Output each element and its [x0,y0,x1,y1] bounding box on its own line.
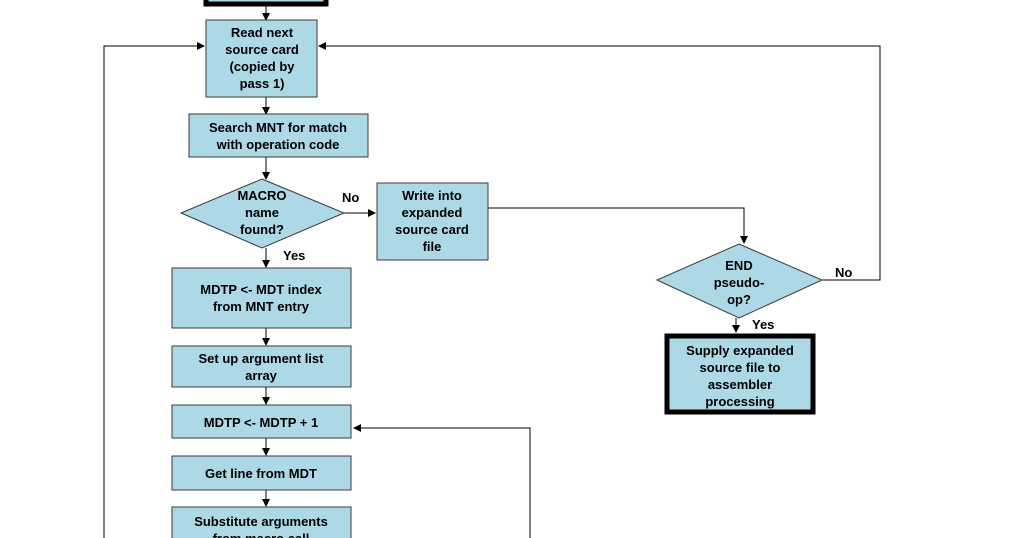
text-line: expanded [402,205,463,220]
text-line: from macro call [213,531,310,538]
text-line: MDTP <- MDT index [200,282,322,297]
previous-step-box [203,0,329,7]
read-next-card-text: Read next source card (copied by pass 1) [225,25,299,91]
text-line: MACRO [237,188,286,203]
text-line: with operation code [216,137,340,152]
text-line: Search MNT for match [209,120,347,135]
text-line: source card [225,42,299,57]
read-next-card-box [205,19,318,98]
connectors [103,4,881,538]
get-line-box [171,455,352,491]
substitute-box [171,506,352,538]
text-line: Get line from MDT [205,466,317,481]
end-no-label: No [835,265,852,280]
text-line: found? [240,222,284,237]
text-line: processing [705,394,774,409]
write-expanded-box [376,182,489,261]
get-line-text: Get line from MDT [205,466,317,481]
text-line: Read next [231,25,294,40]
text-line: Set up argument list [199,351,325,366]
write-expanded-text: Write into expanded source card file [395,188,469,254]
end-pseudo-op-diamond [655,243,824,319]
text-line: (copied by [229,59,295,74]
text-line: END [725,258,752,273]
setup-args-text: Set up argument list array [199,351,325,383]
text-line: from MNT entry [213,299,310,314]
text-line: Substitute arguments [194,514,328,529]
text-line: Write into [402,188,462,203]
text-line: array [245,368,278,383]
mdtp-from-mnt-text: MDTP <- MDT index from MNT entry [200,282,322,314]
mdtp-from-mnt-box [171,267,352,329]
text-line: pass 1) [240,76,285,91]
mdtp-increment-box [171,404,352,439]
setup-args-box [171,345,352,388]
macro-found-diamond [179,178,346,249]
arrow-write-to-end [488,207,748,244]
end-pseudo-op-text: END pseudo-op? [714,258,765,307]
text-line: name [245,205,279,220]
arrow-end-no-loop-back [318,42,881,281]
text-line: source file to [700,360,781,375]
arrow-left-loop-back [103,42,205,538]
macro-no-label: No [342,190,359,205]
end-yes-label: Yes [752,317,774,332]
text-line: MDTP <- MDTP + 1 [204,415,318,430]
supply-expanded-text: Supply expanded source file to assembler pr… [686,343,794,409]
text-line: pseudo- [714,275,765,290]
substitute-text: Substitute arguments from macro call [194,514,328,538]
macro-yes-label: Yes [283,248,305,263]
mdtp-increment-text: MDTP <- MDTP + 1 [204,415,318,430]
text-line: Supply expanded [686,343,794,358]
supply-expanded-box [664,333,816,415]
arrow-right-loop-back [353,424,531,538]
text-line: op? [727,292,751,307]
search-mnt-text: Search MNT for match with operation code [209,120,347,152]
search-mnt-box [188,113,369,158]
text-line: file [423,239,442,254]
text-line: source card [395,222,469,237]
macro-found-text: MACRO name found? [237,188,286,237]
text-line: assembler [708,377,772,392]
